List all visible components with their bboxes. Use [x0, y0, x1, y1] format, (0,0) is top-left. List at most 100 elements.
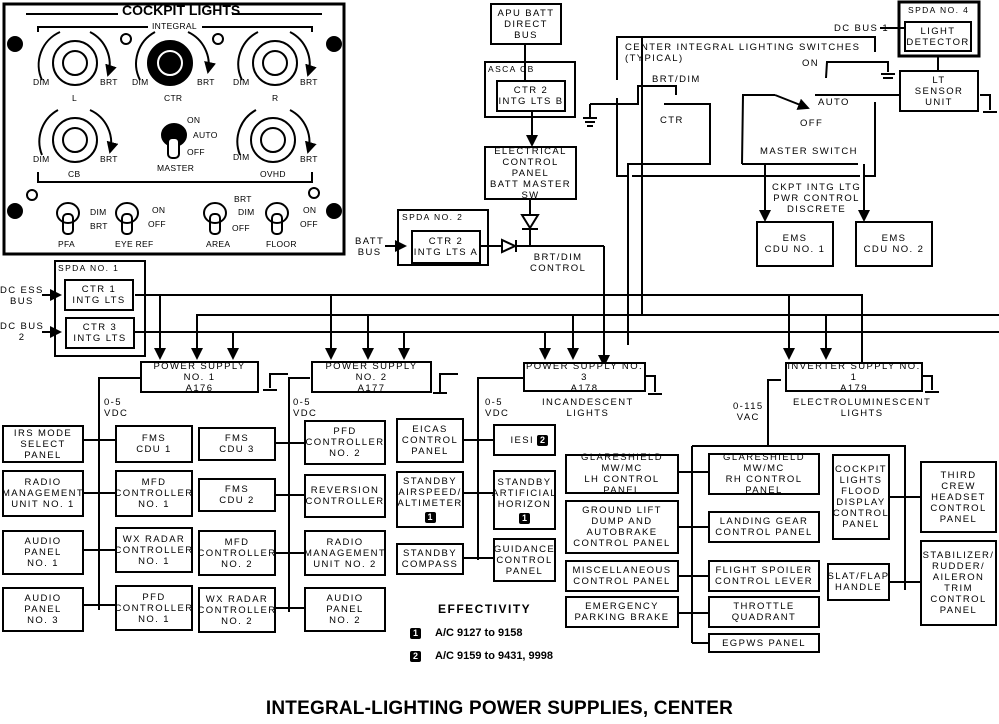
effectivity-text-2: A/C 9159 to 9431, 9998	[435, 650, 554, 662]
load-iesi: IESI 2	[493, 424, 556, 456]
ctr2-intg-lts-a: CTR 2 INTG LTS A	[411, 230, 481, 264]
standby-horizon-text: STANDBY ARTIFICIAL HORIZON	[491, 476, 558, 510]
power-supply-2: POWER SUPPLY NO. 2 A177	[311, 361, 432, 394]
spda1-frame	[54, 260, 146, 357]
load-audio-panel-3: AUDIO PANEL NO. 3	[2, 587, 84, 632]
asca-cb-frame	[484, 61, 576, 118]
ctr2-intg-lts-b: CTR 2 INTG LTS B	[496, 80, 566, 112]
effectivity-text-1: A/C 9127 to 9158	[435, 627, 523, 639]
switch-off-label: OFF	[800, 118, 824, 129]
electrical-control-panel: ELECTRICAL CONTROL PANEL BATT MASTER SW	[484, 146, 577, 201]
load-guidance-control-panel: GUIDANCE CONTROL PANEL	[493, 538, 556, 582]
knob-r-dim: DIM	[233, 77, 250, 87]
load-eicas-control-panel: EICAS CONTROL PANEL	[396, 418, 464, 463]
load-landing-gear-control-panel: LANDING GEAR CONTROL PANEL	[708, 511, 820, 543]
load-standby-artificial-horizon: STANDBY ARTIFICIAL HORIZON 1	[491, 470, 558, 530]
brt-dim-label: BRT/DIM	[652, 74, 701, 85]
light-detector: LIGHT DETECTOR	[904, 21, 972, 52]
effectivity-badge-2: 2	[537, 434, 548, 446]
lt-sensor-unit: LT SENSOR UNIT	[899, 70, 979, 112]
load-egpws-panel: EGPWS PANEL	[708, 633, 820, 653]
load-fms-cdu-1: FMS CDU 1	[115, 425, 193, 463]
load-flight-spoiler-control-lever: FLIGHT SPOILER CONTROL LEVER	[708, 560, 820, 592]
effectivity-heading: EFFECTIVITY	[438, 602, 532, 616]
spda2-label: SPDA NO. 2	[402, 212, 464, 222]
effectivity-badge-1: 1	[424, 512, 436, 523]
knob-ovhd	[250, 117, 296, 163]
spda1-label: SPDA NO. 1	[58, 263, 120, 273]
toggle-eyeref-on: ON	[152, 205, 166, 215]
load-fms-cdu-2: FMS CDU 2	[198, 478, 276, 512]
load-throttle-quadrant: THROTTLE QUADRANT	[708, 596, 820, 628]
knob-ctr-dim: DIM	[132, 77, 149, 87]
load-rmu-2: RADIO MANAGEMENT UNIT NO. 2	[304, 530, 386, 576]
batt-bus-label: BATT BUS	[355, 236, 385, 258]
master-on: ON	[187, 115, 201, 125]
inv-note: ELECTROLUMINESCENT LIGHTS	[793, 397, 932, 419]
load-mfd-controller-1: MFD CONTROLLER NO. 1	[115, 470, 193, 517]
load-ground-lift-dump: GROUND LIFT DUMP AND AUTOBRAKE CONTROL P…	[565, 500, 679, 554]
load-mfd-controller-2: MFD CONTROLLER NO. 2	[198, 530, 276, 576]
knob-r-label: R	[272, 93, 279, 103]
panel-subtitle: INTEGRAL	[152, 21, 197, 31]
switch-on-label: ON	[802, 58, 820, 69]
knob-cb	[52, 117, 98, 163]
cockpit-panel-frame	[2, 2, 346, 256]
knob-r	[252, 40, 298, 86]
dc-ess-bus-label: DC ESS BUS	[0, 285, 44, 307]
knob-l-brt: BRT	[100, 77, 118, 87]
effectivity-badge-1: 1	[519, 512, 530, 524]
knob-ovhd-brt: BRT	[300, 154, 318, 164]
master-off: OFF	[187, 147, 205, 157]
load-audio-panel-1: AUDIO PANEL NO. 1	[2, 530, 84, 575]
toggle-pfa-brt: BRT	[90, 221, 108, 231]
knob-l	[52, 40, 98, 86]
iesi-text: IESI	[510, 434, 534, 446]
load-wx-radar-controller-1: WX RADAR CONTROLLER NO. 1	[115, 527, 193, 573]
effectivity-badge-1: 1	[410, 627, 421, 639]
dc-bus2-label: DC BUS 2	[0, 321, 45, 343]
toggle-floor-off: OFF	[300, 219, 318, 229]
load-emergency-parking-brake: EMERGENCY PARKING BRAKE	[565, 596, 679, 628]
toggle-floor-label: FLOOR	[266, 239, 297, 249]
switch-auto-label: AUTO	[818, 97, 850, 108]
toggle-area-brt: BRT	[234, 194, 252, 204]
knob-l-dim: DIM	[33, 77, 50, 87]
toggle-eyeref-label: EYE REF	[115, 239, 154, 249]
toggle-area-dim: DIM	[238, 207, 255, 217]
dc-bus1-label: DC BUS 1	[834, 23, 890, 34]
panel-title: COCKPIT LIGHTS	[122, 2, 241, 18]
knob-l-label: L	[72, 93, 78, 103]
toggle-pfa-dim: DIM	[90, 207, 107, 217]
knob-cb-label: CB	[68, 169, 81, 179]
apu-batt-direct-bus: APU BATT DIRECT BUS	[490, 3, 562, 45]
effectivity-item-2: 2 A/C 9159 to 9431, 9998	[410, 650, 553, 662]
toggle-pfa-label: PFA	[58, 239, 75, 249]
ctr1-intg-lts: CTR 1 INTG LTS	[64, 279, 134, 311]
inverter-supply-1: INVERTER SUPPLY NO. 1 A179	[785, 361, 923, 394]
load-glareshield-lh: GLARESHIELD MW/MC LH CONTROL PANEL	[565, 452, 679, 496]
ps3-note: INCANDESCENT LIGHTS	[542, 397, 634, 419]
toggle-area-off: OFF	[232, 223, 250, 233]
spda4-label: SPDA NO. 4	[908, 5, 970, 15]
brt-dim-control-label: BRT/DIM CONTROL	[530, 252, 587, 274]
load-reversion-controller: REVERSION CONTROLLER	[304, 474, 386, 518]
effectivity-badge-2: 2	[410, 650, 421, 662]
knob-cb-dim: DIM	[33, 154, 50, 164]
load-standby-airspeed-altimeter: STANDBY AIRSPEED/ ALTIMETER 1	[396, 471, 464, 528]
load-stab-rudder-aileron-trim: STABILIZER/ RUDDER/ AILERON TRIM CONTROL…	[920, 540, 997, 626]
inv-output-label: 0-115 VAC	[733, 401, 764, 423]
master-label: MASTER	[157, 163, 195, 173]
load-slat-flap-handle: SLAT/FLAP HANDLE	[827, 563, 890, 601]
ctr3-intg-lts: CTR 3 INTG LTS	[65, 317, 135, 349]
ps3-output-label: 0-5 VDC	[485, 397, 510, 419]
standby-airspeed-text: STANDBY AIRSPEED/ ALTIMETER	[397, 476, 463, 509]
knob-ovhd-label: OVHD	[260, 169, 286, 179]
knob-ovhd-dim: DIM	[233, 152, 250, 162]
load-cockpit-lights-flood-panel: COCKPIT LIGHTS FLOOD DISPLAY CONTROL PAN…	[832, 454, 890, 540]
effectivity-item-1: 1 A/C 9127 to 9158	[410, 627, 522, 639]
knob-ctr	[147, 40, 193, 86]
knob-r-brt: BRT	[300, 77, 318, 87]
knob-cb-brt: BRT	[100, 154, 118, 164]
